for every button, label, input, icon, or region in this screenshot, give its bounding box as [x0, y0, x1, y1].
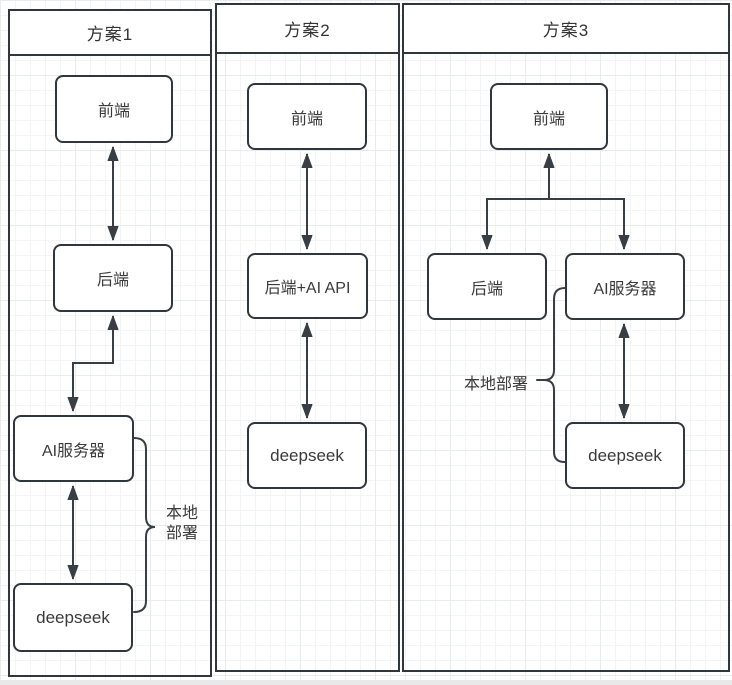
node-plan2-backend-ai-api: 后端+AI API — [247, 253, 368, 319]
window-bottom-edge — [0, 680, 732, 685]
swimlane-plan2: 方案2 — [215, 3, 400, 672]
node-plan3-frontend-label: 前端 — [532, 110, 565, 128]
node-plan1-deepseek: deepseek — [13, 583, 133, 652]
node-plan3-ai-server: AI服务器 — [565, 253, 685, 320]
swimlane-plan2-title: 方案2 — [284, 21, 331, 40]
swimlane-plan3: 方案3 — [402, 3, 730, 672]
swimlane-plan1-header: 方案1 — [10, 11, 210, 56]
node-plan3-backend: 后端 — [427, 253, 547, 320]
node-plan1-ai-server-label: AI服务器 — [41, 442, 106, 460]
node-plan1-ai-server: AI服务器 — [13, 415, 134, 482]
label-plan1-local-deploy-line2: 部署 — [166, 525, 199, 542]
arrow-plan1-backend-aiserver — [67, 315, 119, 412]
node-plan1-backend: 后端 — [53, 244, 173, 312]
node-plan2-frontend: 前端 — [247, 83, 367, 150]
swimlane-plan1-title: 方案1 — [86, 25, 134, 44]
node-plan2-frontend-label: 前端 — [290, 110, 323, 128]
arrow-plan3-junction-backend — [481, 198, 549, 250]
node-plan3-deepseek-label: deepseek — [588, 445, 662, 465]
brace-plan3-local-deploy — [536, 287, 566, 463]
node-plan3-backend-label: 后端 — [470, 280, 503, 298]
node-plan1-frontend-label: 前端 — [97, 103, 130, 120]
label-plan1-local-deploy-line1: 本地 — [166, 505, 199, 522]
label-plan1-local-deploy: 本地 部署 — [166, 504, 198, 544]
node-plan2-backend-ai-api-label: 后端+AI API — [264, 280, 351, 297]
node-plan2-deepseek-label: deepseek — [270, 445, 344, 465]
node-plan3-ai-server-label: AI服务器 — [593, 280, 657, 298]
node-plan1-frontend: 前端 — [55, 75, 173, 143]
swimlane-plan3-title: 方案3 — [542, 21, 590, 40]
brace-plan1-local-deploy — [133, 437, 156, 613]
swimlane-plan2-header: 方案2 — [217, 5, 398, 54]
swimlane-plan3-header: 方案3 — [404, 5, 728, 54]
node-plan1-backend-label: 后端 — [96, 272, 129, 289]
node-plan3-deepseek: deepseek — [565, 422, 685, 489]
label-plan3-local-deploy: 本地部署 — [464, 370, 528, 394]
label-plan3-local-deploy-text: 本地部署 — [464, 376, 529, 393]
node-plan2-deepseek: deepseek — [247, 422, 367, 489]
swimlane-plan1: 方案1 — [8, 9, 212, 677]
node-plan1-deepseek-label: deepseek — [36, 607, 110, 627]
node-plan3-frontend: 前端 — [490, 83, 608, 150]
arrow-plan3-junction-aiserver — [549, 198, 630, 250]
